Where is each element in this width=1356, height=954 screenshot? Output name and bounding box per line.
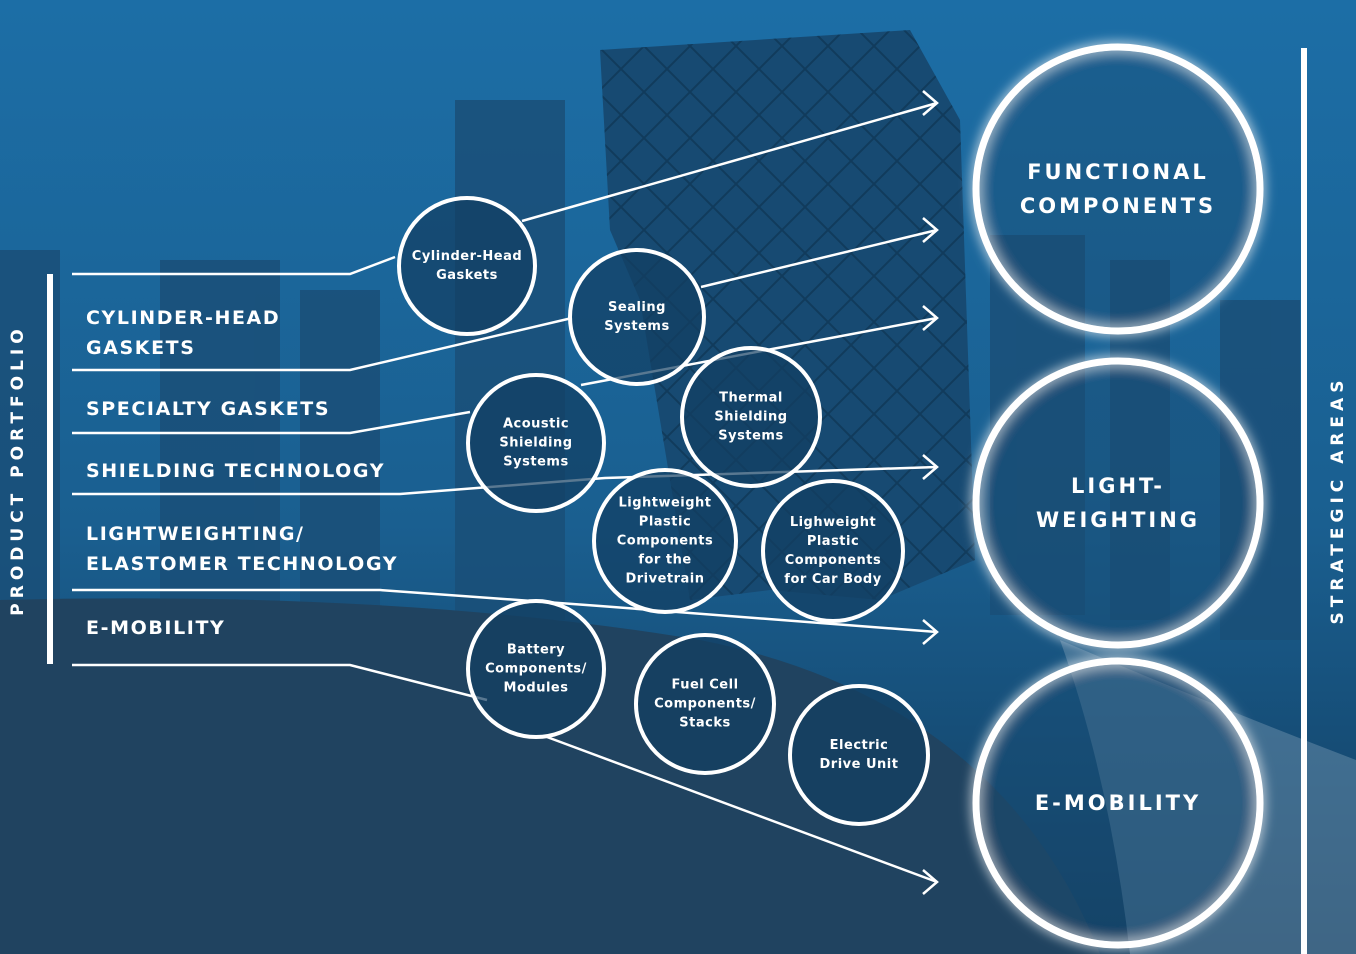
product-circle-sealing-systems [568, 248, 706, 386]
strategic-area-lightweighting: LIGHT- WEIGHTING [1035, 474, 1201, 532]
product-circle-cylinder-head-gaskets [397, 196, 537, 336]
arrow-2-icon [922, 217, 939, 243]
product-lightweight-car-body: Lighweight Plastic Components for Car Bo… [784, 515, 882, 587]
category-e-mobility: E-MOBILITY [86, 617, 226, 639]
category-cylinder-head-gaskets: CYLINDER-HEAD GASKETS [86, 307, 281, 359]
strategic-circle-lightweighting [972, 357, 1264, 649]
arrow-1-icon [922, 90, 939, 116]
arrow-6-icon [922, 869, 939, 895]
product-circle-electric-drive-unit [788, 684, 930, 826]
product-fuel-cell: Fuel Cell Components/ Stacks [654, 677, 756, 731]
product-circle-lightweight-car-body [761, 479, 905, 623]
connector-emobility-out [546, 735, 938, 884]
product-battery-components: Battery Components/ Modules [485, 642, 587, 696]
connector-emobility-in [72, 663, 488, 702]
arrow-4-icon [922, 454, 939, 480]
connector-cylinder-head-out [521, 101, 938, 223]
strategic-circle-e-mobility [972, 657, 1264, 949]
connector-sealing-out [700, 228, 938, 289]
product-sealing-systems: Sealing Systems [604, 300, 670, 334]
strategic-area-e-mobility: E-MOBILITY [1034, 791, 1202, 815]
product-lightweight-drivetrain: Lightweight Plastic Components for the D… [616, 495, 714, 587]
category-specialty-gaskets: SPECIALTY GASKETS [86, 398, 331, 420]
product-circle-thermal-shielding [680, 346, 822, 488]
strategic-area-functional-components: FUNCTIONAL COMPONENTS [1019, 160, 1217, 218]
product-circle-battery-components [466, 599, 606, 739]
product-circle-lightweight-drivetrain [592, 468, 738, 614]
product-circle-acoustic-shielding [466, 373, 606, 513]
arrow-5-icon [922, 619, 939, 645]
product-portfolio-title: PRODUCT PORTFOLIO [8, 324, 28, 616]
product-electric-drive-unit: Electric Drive Unit [819, 738, 899, 772]
connector-lightweight-out [72, 588, 938, 634]
arrow-3-icon [922, 305, 939, 331]
product-acoustic-shielding: Acoustic Shielding Systems [499, 416, 573, 470]
product-circle-fuel-cell [634, 633, 776, 775]
product-thermal-shielding: Thermal Shielding Systems [714, 390, 788, 444]
connector-sealing-in [72, 316, 573, 372]
category-shielding-technology: SHIELDING TECHNOLOGY [86, 460, 386, 482]
category-lightweighting-elastomer: LIGHTWEIGHTING/ ELASTOMER TECHNOLOGY [86, 523, 399, 575]
connector-cylinder-head-in [72, 255, 396, 276]
strategic-circle-functional-components [972, 43, 1264, 335]
product-cylinder-head-gaskets: Cylinder-Head Gaskets [411, 249, 523, 283]
connector-acoustic-in [72, 410, 471, 435]
strategic-areas-title: STRATEGIC AREAS [1328, 375, 1348, 625]
